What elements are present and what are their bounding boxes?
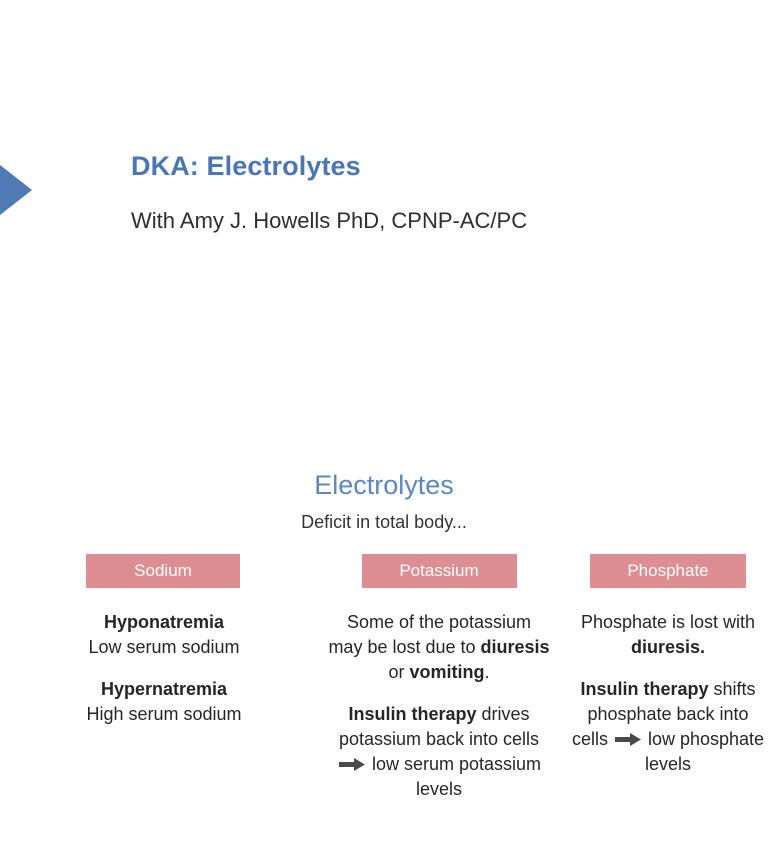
term-block: Hyponatremia Low serum sodium: [48, 610, 280, 660]
column-sodium-body: Hyponatremia Low serum sodium Hypernatre…: [48, 610, 280, 727]
term-label: Hypernatremia: [100, 679, 228, 699]
emphasis-text: vomiting: [409, 662, 485, 682]
body-text: or: [388, 662, 410, 682]
body-text: Phosphate is lost with: [580, 612, 756, 632]
rich-paragraph: Insulin therapy shifts phosphate back in…: [568, 677, 768, 777]
body-text: shifts phosphate back into cells: [571, 679, 756, 749]
column-potassium-body: Some of the potassium may be lost due to…: [328, 610, 550, 802]
pill-sodium: Sodium: [86, 554, 240, 588]
body-text: low serum potassium levels: [366, 754, 542, 799]
column-potassium: Potassium Some of the potassium may be l…: [328, 554, 550, 802]
term-description: Low serum sodium: [88, 637, 240, 657]
column-phosphate: Phosphate Phosphate is lost with diuresi…: [568, 554, 768, 802]
arrow-right-icon: [338, 758, 365, 771]
emphasis-text: diuresis.: [630, 637, 706, 657]
arrow-right-icon: [614, 733, 641, 746]
body-text: drives potassium back into cells: [338, 704, 540, 749]
page-subtitle: With Amy J. Howells PhD, CPNP-AC/PC: [131, 208, 528, 233]
rich-paragraph: Phosphate is lost with diuresis.: [568, 610, 768, 660]
infographic-subtitle: Deficit in total body...: [301, 512, 467, 532]
body-text: Some of the potassium may be lost due to: [328, 612, 532, 657]
term-block: Hypernatremia High serum sodium: [48, 677, 280, 727]
emphasis-text: diuresis: [480, 637, 550, 657]
emphasis-text: Insulin therapy: [580, 679, 709, 699]
rich-paragraph: Insulin therapy drives potassium back in…: [328, 702, 550, 802]
rich-paragraph: Some of the potassium may be lost due to…: [328, 610, 550, 685]
body-text: .: [484, 662, 490, 682]
column-phosphate-body: Phosphate is lost with diuresis. Insulin…: [568, 610, 768, 777]
term-label: Hyponatremia: [103, 612, 225, 632]
triangle-right-icon: [0, 165, 32, 215]
pill-phosphate: Phosphate: [590, 554, 746, 588]
electrolytes-infographic: Electrolytes Deficit in total body... So…: [0, 462, 768, 866]
infographic-title: Electrolytes: [314, 470, 454, 500]
electrolyte-columns: Sodium Hyponatremia Low serum sodium Hyp…: [0, 554, 768, 802]
column-sodium: Sodium Hyponatremia Low serum sodium Hyp…: [64, 554, 316, 802]
emphasis-text: Insulin therapy: [348, 704, 477, 724]
term-description: High serum sodium: [86, 704, 242, 724]
pill-potassium: Potassium: [361, 554, 517, 588]
page-title: DKA: Electrolytes: [131, 151, 361, 181]
body-text: low phosphate levels: [642, 729, 765, 774]
